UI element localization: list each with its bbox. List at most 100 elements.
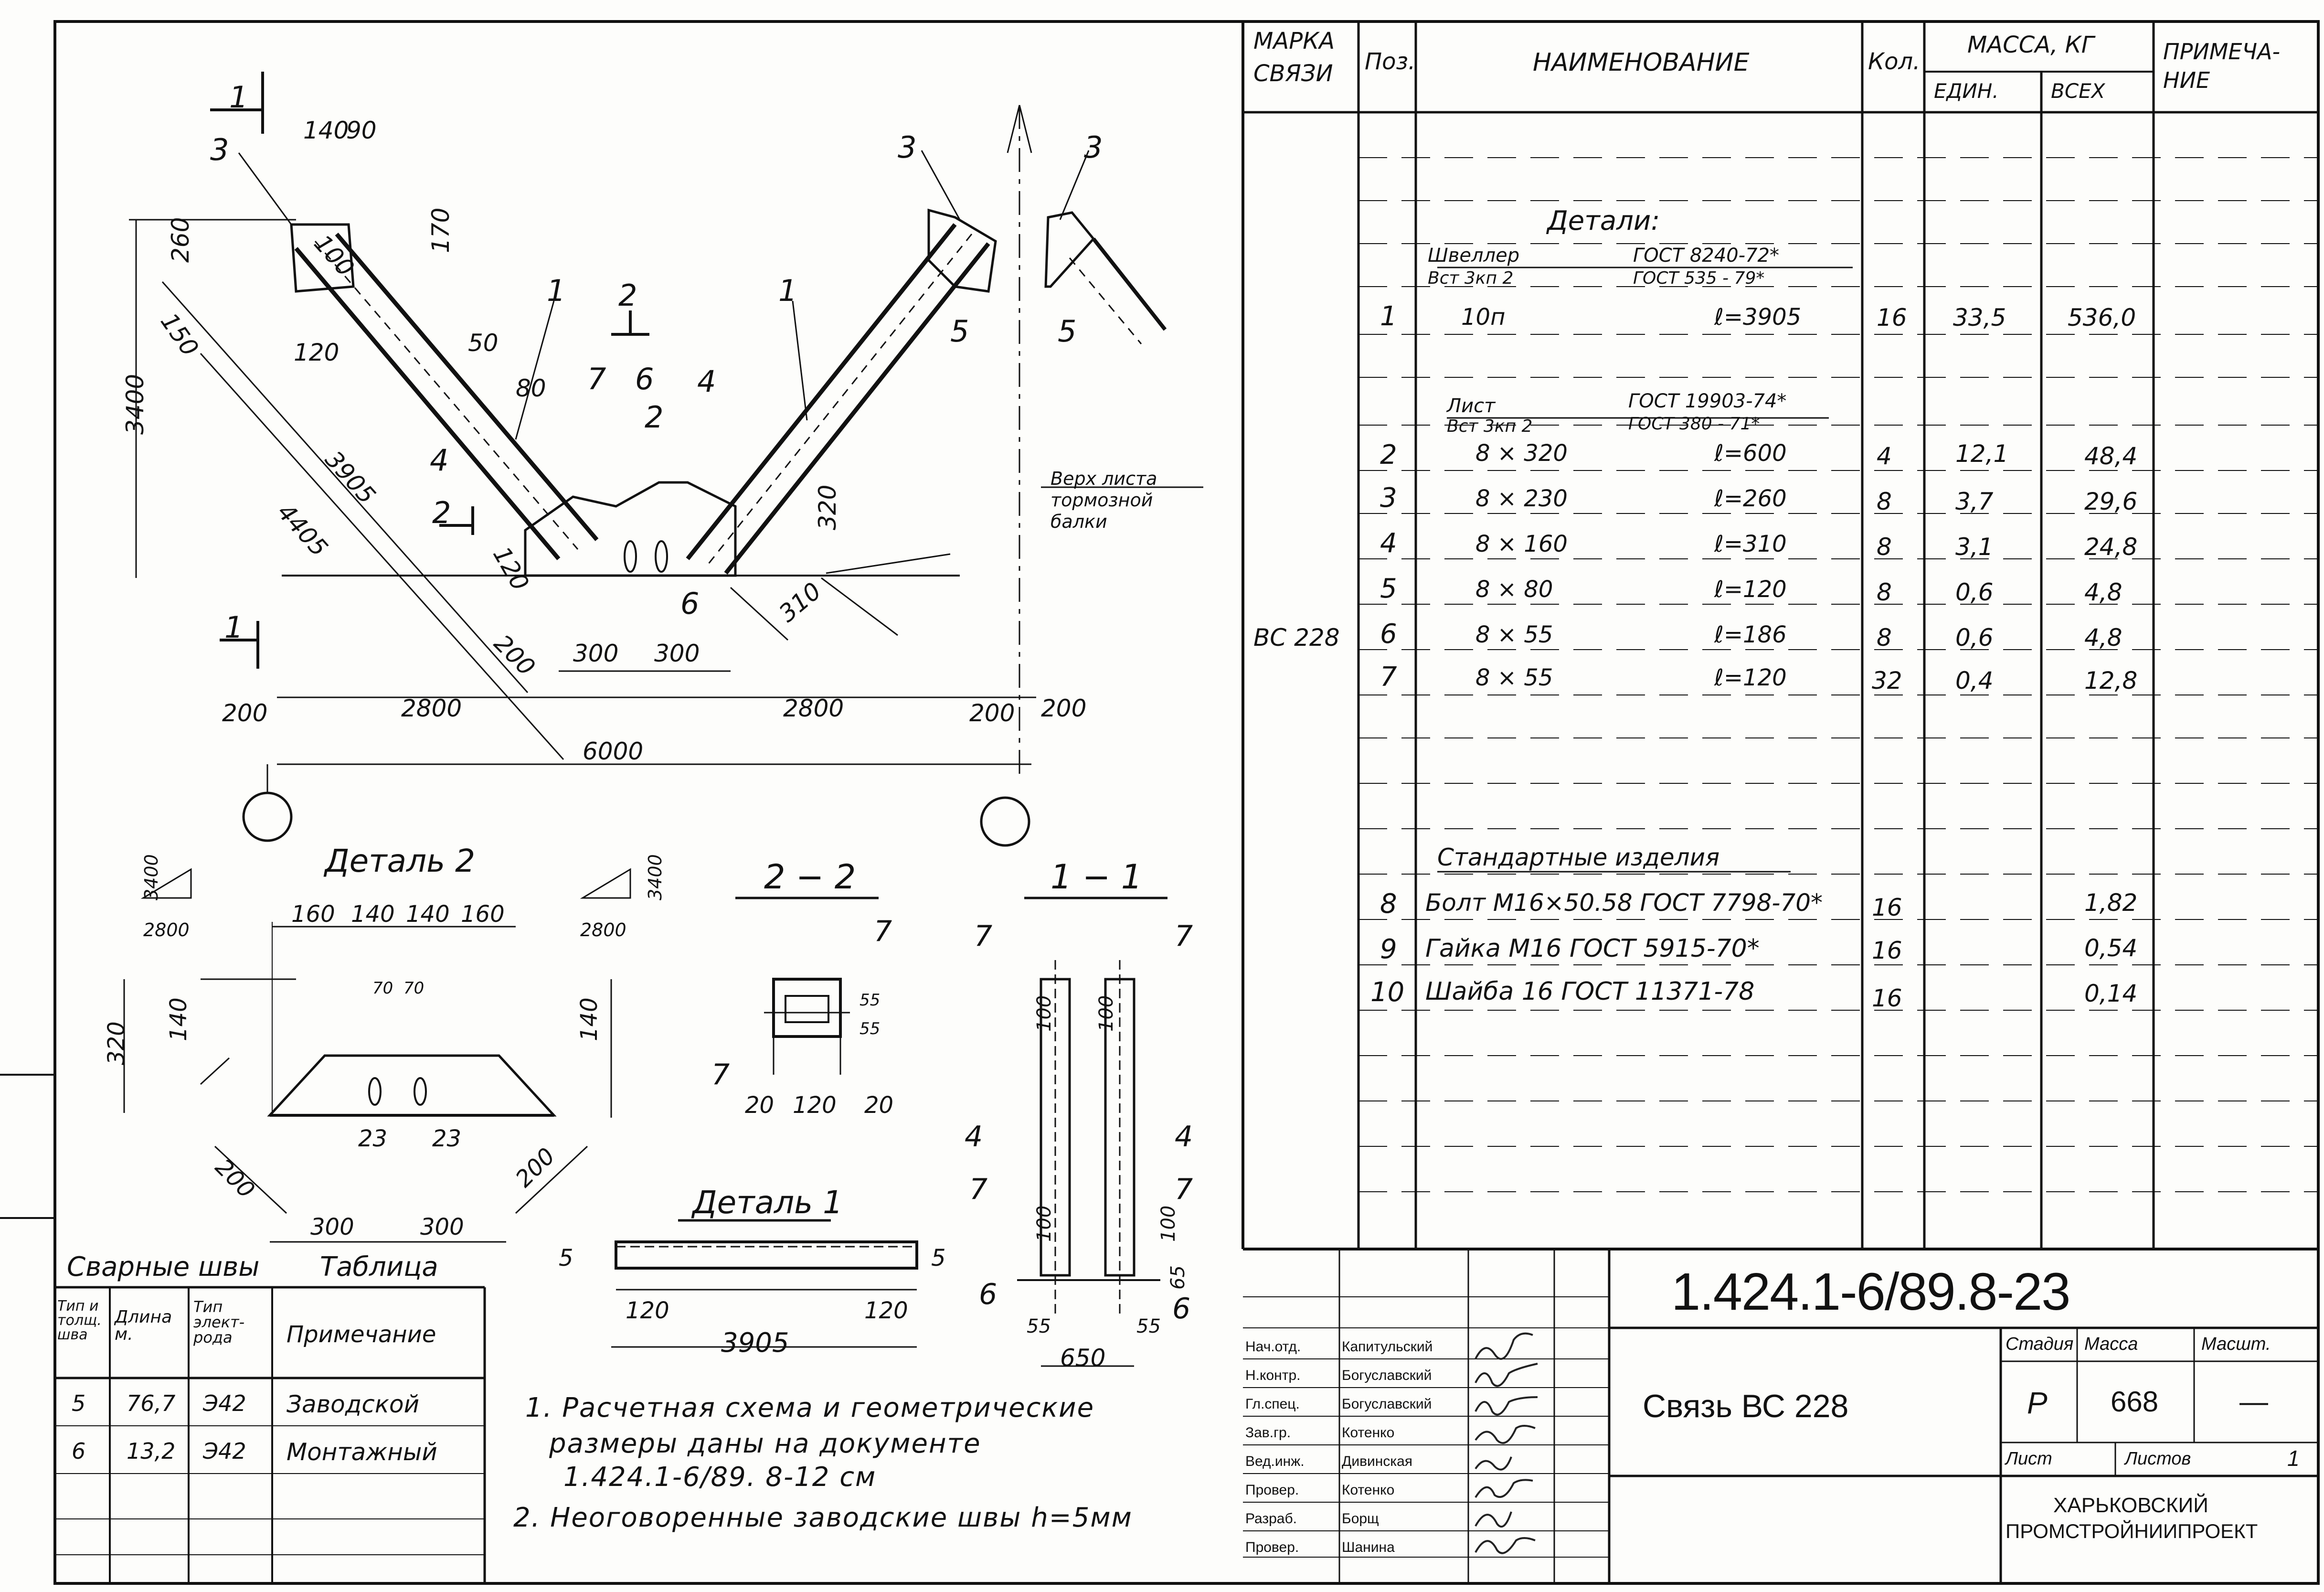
stage-value: Р	[2027, 1386, 2048, 1420]
detail2-drawing	[123, 868, 631, 1243]
standard-title: Стандартные изделия	[1437, 844, 1720, 871]
svg-text:55: 55	[860, 991, 880, 1010]
dim-200a: 200	[222, 699, 267, 727]
svg-text:300: 300	[310, 1214, 354, 1240]
dim-3905: 3905	[319, 446, 381, 509]
svg-text:5: 5	[559, 1245, 573, 1271]
section11-title: 1 − 1	[1051, 857, 1142, 897]
section-mark-2a: 2	[618, 278, 637, 313]
callout-3c: 3	[1084, 130, 1103, 165]
dim-300b: 300	[654, 640, 700, 667]
svg-text:7: 7	[874, 915, 892, 948]
svg-text:2800: 2800	[143, 919, 190, 940]
svg-text:65: 65	[1167, 1265, 1189, 1290]
callout-1b: 1	[778, 273, 797, 308]
svg-text:120: 120	[626, 1297, 669, 1324]
svg-text:3905: 3905	[721, 1327, 789, 1358]
callout-7: 7	[587, 362, 606, 396]
note-2: 2. Неоговоренные заводские швы h=5мм	[513, 1502, 1133, 1533]
weld-col-type: Тип и толщ. шва	[57, 1298, 102, 1343]
svg-text:7: 7	[974, 919, 992, 953]
svg-text:7: 7	[711, 1058, 730, 1091]
sheet-frame	[53, 20, 2320, 1585]
callout-2: 2	[645, 400, 663, 435]
dim-6000: 6000	[583, 737, 643, 765]
dim-300a: 300	[573, 640, 618, 667]
svg-text:140: 140	[351, 901, 395, 928]
callout-5b: 5	[1058, 314, 1076, 349]
dim-260: 260	[167, 217, 194, 263]
weld-col-length: Длина м.	[115, 1307, 172, 1344]
svg-text:5: 5	[931, 1245, 946, 1271]
section-mark-1a: 1	[229, 80, 248, 115]
mass-value: 668	[2111, 1386, 2159, 1418]
svg-text:70: 70	[372, 979, 393, 998]
callout-labels: 3 3 3 1 1 2 7 6 4 4 5 5 6 1 1 2 2	[210, 80, 1103, 645]
svg-text:7: 7	[1175, 919, 1193, 953]
svg-text:2800: 2800	[580, 919, 626, 940]
title-block-grid	[1243, 1248, 2318, 1583]
svg-text:300: 300	[420, 1214, 464, 1240]
svg-text:4: 4	[1175, 1120, 1193, 1154]
sheets-value: 1	[2287, 1446, 2300, 1471]
dim-120: 120	[294, 339, 339, 366]
spec-table-grid	[1243, 21, 2318, 1249]
header-name: НАИМЕНОВАНИЕ	[1533, 48, 1750, 77]
weld-col-note: Примечание	[287, 1321, 436, 1348]
document-title: Связь ВС 228	[1643, 1388, 1849, 1424]
header-mass-all: ВСЕХ	[2051, 79, 2105, 103]
svg-text:7: 7	[969, 1173, 987, 1206]
header-qty: Кол.	[1868, 48, 1921, 75]
svg-text:120: 120	[793, 1092, 837, 1119]
section11-labels: 1 − 1 100 100 100 100 65 55 55 650 7 7 4…	[965, 857, 1193, 1372]
weld-col-electrode: Тип элект-рода	[193, 1298, 245, 1346]
channel-gost: ГОСТ 8240-72*	[1633, 245, 1779, 267]
section22-title: 2 − 2	[764, 857, 856, 897]
svg-text:55: 55	[1136, 1315, 1161, 1337]
note-1-line3: 1.424.1-6/89. 8-12 см	[563, 1462, 877, 1493]
detail2-labels: Деталь 2 160 140 140 160 140 140 320 70 …	[103, 843, 666, 1240]
callout-1a: 1	[547, 273, 565, 308]
document-code: 1.424.1-6/89.8-23	[1671, 1262, 2070, 1321]
sheet-label: Лист	[2006, 1449, 2052, 1469]
section-mark-1b: 1	[224, 610, 243, 645]
svg-text:3400: 3400	[645, 854, 666, 900]
sheets-label: Листов	[2125, 1449, 2191, 1469]
dim-80: 80	[516, 374, 546, 402]
signatures	[1475, 1332, 1538, 1554]
dim-120b: 120	[488, 542, 534, 596]
svg-text:55: 55	[1027, 1315, 1051, 1337]
svg-text:120: 120	[864, 1297, 908, 1324]
brake-beam-line3: балки	[1051, 511, 1107, 532]
dim-200b: 200	[969, 699, 1015, 727]
section11-drawing	[1017, 897, 1167, 1367]
svg-text:200: 200	[210, 1154, 260, 1203]
header-mass: МАССА, КГ	[1967, 32, 2094, 58]
svg-text:23: 23	[432, 1125, 461, 1152]
callout-4a: 4	[697, 364, 716, 399]
svg-text:140: 140	[576, 997, 603, 1041]
dim-140: 140	[303, 117, 349, 144]
svg-text:650: 650	[1060, 1344, 1105, 1372]
mass-label: Масса	[2084, 1334, 2138, 1354]
dim-170: 170	[427, 208, 455, 253]
header-mass-unit: ЕДИН.	[1934, 79, 1999, 103]
svg-text:4: 4	[965, 1120, 983, 1154]
svg-text:23: 23	[358, 1125, 387, 1152]
dim-4405: 4405	[272, 498, 333, 562]
detail1-title: Деталь 1	[691, 1184, 843, 1221]
marka-value: ВС 228	[1253, 624, 1340, 652]
callout-3b: 3	[898, 130, 916, 165]
org-line1: ХАРЬКОВСКИЙ	[2053, 1494, 2208, 1517]
svg-text:6: 6	[979, 1278, 997, 1311]
section22-labels: 2 − 2 55 55 20 120 20 7 7	[711, 857, 893, 1119]
section22-drawing	[735, 897, 879, 1075]
header-marka-1: МАРКА	[1253, 28, 1335, 54]
callout-6: 6	[635, 362, 654, 396]
dim-200c: 200	[1041, 694, 1086, 722]
dim-50: 50	[468, 329, 499, 357]
sheet-steel: Вст 3кп 2	[1447, 417, 1533, 436]
channel-steel-gost: ГОСТ 535 - 79*	[1633, 268, 1765, 288]
dim-3400: 3400	[121, 374, 149, 435]
